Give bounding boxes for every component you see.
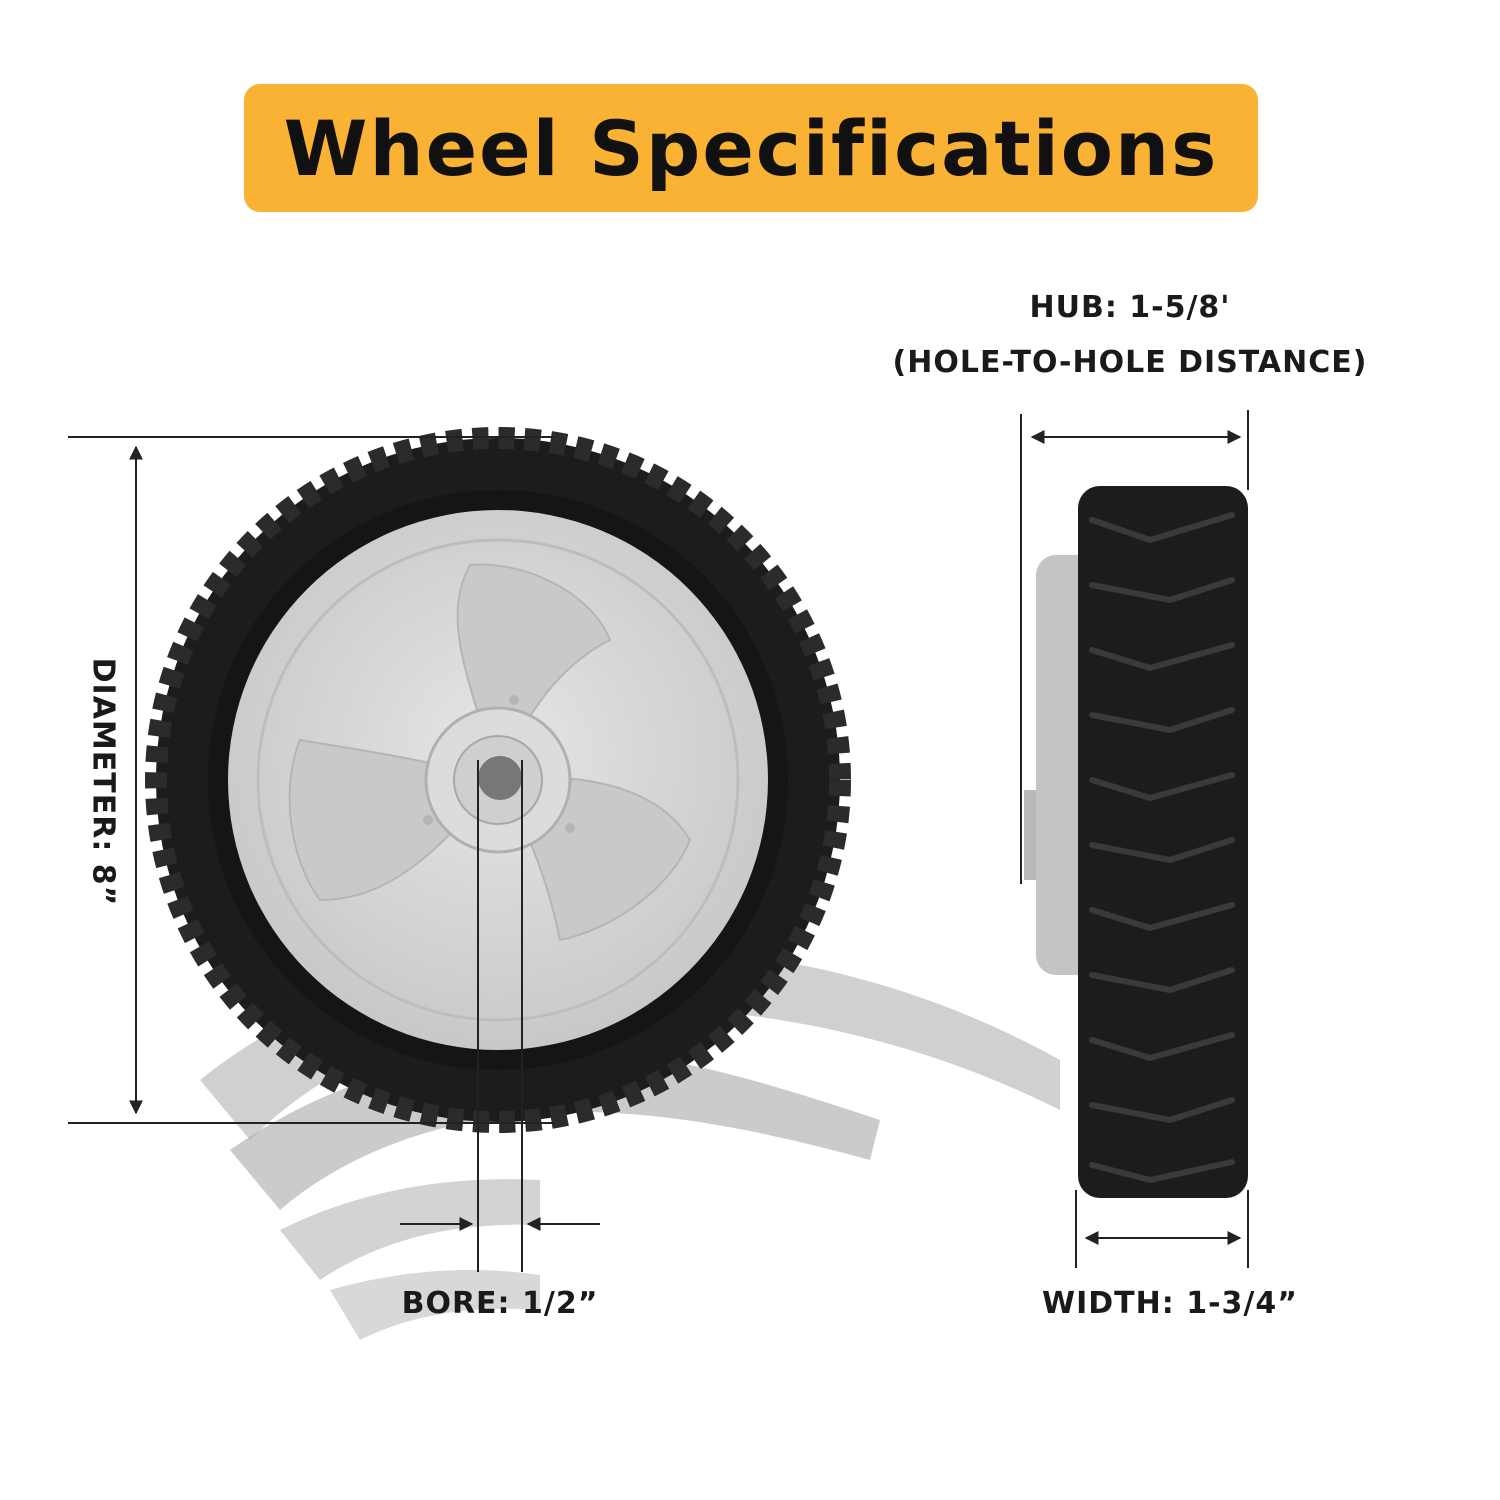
wheel-front-view xyxy=(145,427,851,1133)
hub-label: HUB: 1-5/8' (HOLE-TO-HOLE DISTANCE) xyxy=(870,280,1390,390)
hub-dimension xyxy=(1020,410,1249,884)
hub-label-line1: HUB: 1-5/8' xyxy=(1029,290,1231,325)
rim-hole xyxy=(509,695,519,705)
bore-hole xyxy=(478,756,522,800)
bore-dimension xyxy=(400,760,600,1272)
side-tread xyxy=(1089,512,1235,1184)
tread-ring xyxy=(145,427,851,1133)
title-banner: Wheel Specifications xyxy=(244,84,1258,212)
wheel-side-view xyxy=(1024,486,1248,1198)
rim-hole xyxy=(565,823,575,833)
diameter-dimension xyxy=(68,436,554,1124)
rim-lip xyxy=(256,538,740,1022)
hub-label-line2: (HOLE-TO-HOLE DISTANCE) xyxy=(892,345,1368,380)
rim-hole xyxy=(423,815,433,825)
width-dimension xyxy=(1075,1190,1249,1268)
side-tire xyxy=(1078,486,1248,1198)
page-title: Wheel Specifications xyxy=(283,103,1219,193)
width-label: WIDTH: 1-3/4” xyxy=(1042,1286,1298,1321)
bore-label: BORE: 1/2” xyxy=(401,1286,599,1321)
diameter-label: DIAMETER: 8” xyxy=(85,657,121,907)
